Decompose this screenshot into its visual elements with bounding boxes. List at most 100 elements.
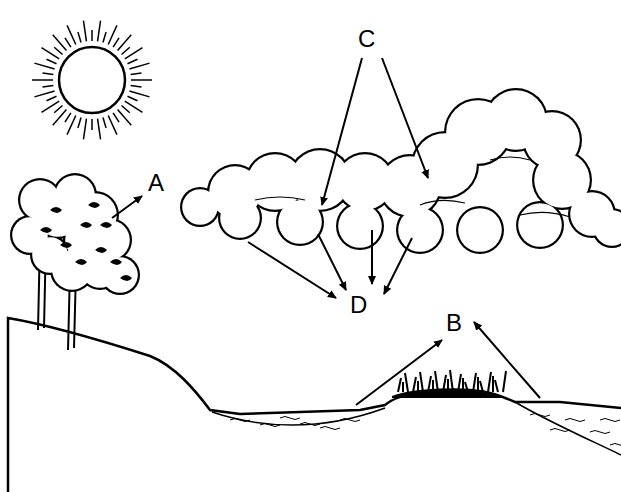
grass-blade [488, 372, 491, 392]
tree-shade [95, 247, 107, 253]
water-ripple [610, 444, 621, 447]
cloud-edge [456, 206, 504, 254]
sun-ray [34, 91, 54, 97]
water-ripple [565, 419, 585, 422]
sun-ray [54, 47, 62, 54]
sun-ray [98, 119, 101, 140]
cloud-fill [518, 203, 562, 247]
water-ripple [590, 431, 610, 434]
sun-ray [125, 48, 143, 59]
grass-blade [402, 382, 404, 392]
sun-ray [78, 32, 81, 43]
grass-blade [450, 370, 453, 392]
sun-ray [108, 25, 117, 44]
sun-ray [65, 113, 71, 122]
sun-ray [103, 32, 106, 43]
cloud-edge [516, 201, 564, 249]
sun-ray [83, 119, 86, 140]
tree-shade [100, 222, 112, 228]
sun-ray [118, 109, 132, 125]
sun-ray [127, 96, 137, 101]
grass-blade [492, 376, 494, 392]
sun-ray [91, 119, 93, 130]
water-ripple [300, 423, 320, 426]
sun-ray [47, 96, 57, 101]
grass-blade [473, 373, 476, 392]
sun-ray [43, 73, 54, 75]
sun-ray [65, 38, 71, 47]
sun-ray [127, 59, 137, 64]
sun-ray [131, 79, 152, 81]
tree-crown-fill [102, 257, 138, 293]
sun-ray [47, 59, 57, 64]
tree-shade [88, 202, 100, 208]
water-ripple [230, 419, 250, 422]
cloud-fill [220, 198, 260, 238]
callout-letter: C [358, 26, 375, 52]
sun-ray [129, 63, 149, 69]
grass-blade [405, 373, 408, 392]
grass-blade [480, 381, 483, 392]
sun-ray [78, 117, 81, 128]
water-ripple [600, 419, 620, 422]
water-ripple [340, 419, 360, 422]
arrows [112, 58, 540, 405]
sun-ray [131, 86, 142, 88]
sun-ray [83, 21, 86, 42]
tree-crown-fill [32, 237, 68, 273]
sun-ray [103, 117, 106, 128]
cloud-fill [458, 208, 502, 252]
water-ripple [260, 424, 280, 427]
tree-shade [60, 242, 72, 248]
grass-blade [503, 371, 506, 392]
sun-ray [43, 86, 54, 88]
tree-shade [75, 259, 87, 265]
cloud-fill [594, 210, 621, 246]
sun-ray [108, 115, 117, 134]
grass-blade [477, 377, 479, 392]
clouds [180, 88, 621, 254]
cloud-detail [255, 157, 570, 217]
callout-letter: D [350, 292, 367, 318]
tree-shade [110, 259, 122, 265]
tree-crown-fill [65, 220, 105, 260]
sun-ray [53, 35, 67, 51]
cloud-edge [336, 202, 384, 250]
sun-ray [67, 25, 76, 44]
callout-letter: B [446, 310, 462, 336]
ground [8, 318, 621, 492]
cloud-fill [278, 200, 322, 244]
sun-ray [98, 21, 101, 42]
water [230, 414, 621, 447]
sun-ray [131, 73, 142, 75]
cloud-fill [338, 204, 382, 248]
tree-crown [10, 173, 140, 295]
sun-ray [113, 38, 119, 47]
sun-ray [54, 106, 62, 113]
grass-blade [420, 372, 423, 392]
sun-ray [67, 115, 76, 134]
grass-blade [413, 377, 416, 392]
sun-ray [42, 101, 60, 112]
tree-shade [50, 207, 62, 213]
sun [32, 21, 152, 140]
water-ripple [530, 414, 550, 417]
sun-ray [129, 91, 149, 97]
sun-ray [113, 113, 119, 122]
grass [392, 370, 506, 398]
callout-letter: A [148, 170, 164, 196]
water-ripple [280, 417, 300, 420]
tree-shade [40, 227, 52, 233]
sun-ray [34, 63, 54, 69]
sun-disc [59, 47, 125, 113]
cloud-fill [398, 208, 442, 252]
grass-blade [495, 380, 498, 392]
grass-blade [398, 378, 401, 392]
cloud [180, 88, 621, 254]
water-ripple [320, 427, 340, 430]
sun-ray [91, 30, 93, 41]
grass-base [392, 389, 505, 398]
tree-shade [120, 275, 132, 281]
